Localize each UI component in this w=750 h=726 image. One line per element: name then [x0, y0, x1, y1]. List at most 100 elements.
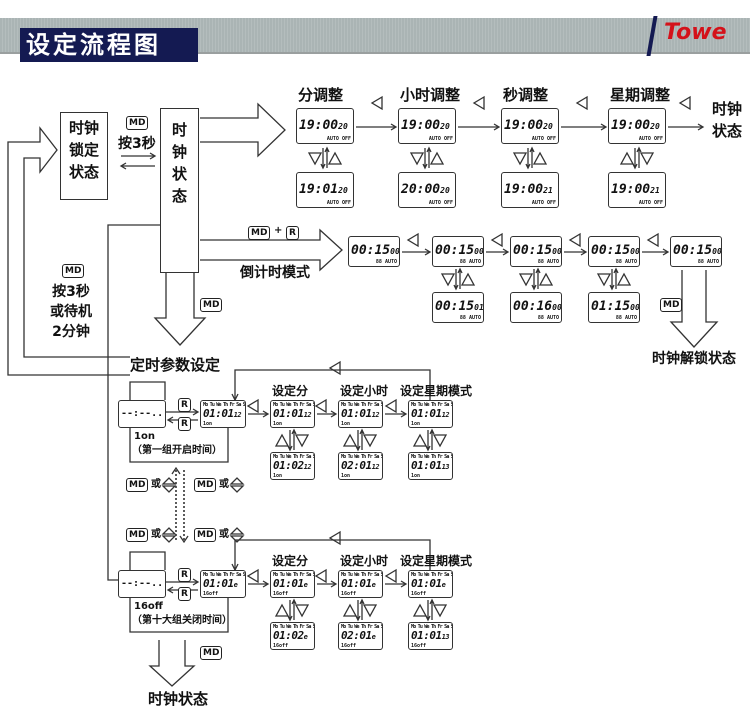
md-key: MD — [200, 298, 223, 312]
lcd-reading: 01:01e — [273, 578, 312, 591]
lcd-seconds: 01 — [474, 303, 484, 312]
updown-arrows — [287, 598, 297, 622]
lcd-time: 20:00 — [401, 182, 441, 197]
or-label: 或 — [219, 479, 229, 490]
group-frame-line — [129, 598, 229, 633]
r-key: R — [178, 587, 191, 601]
lcd-time: 01:01 — [411, 577, 442, 590]
adjust-step-label: 小时调整 — [400, 86, 461, 104]
lcd-seconds: 12 — [371, 463, 380, 471]
lcd-seconds: 20 — [338, 122, 348, 131]
lcd-time: 02:01 — [341, 459, 372, 472]
flow-arrow — [166, 578, 200, 586]
clock-locked-state: 时钟 锁定 状态 — [60, 112, 108, 200]
week-marks: Mo Tu We Th Fr Sa Su — [273, 624, 315, 630]
lcd-reading: 00:1500 — [673, 243, 722, 259]
lcd-footer: AUTO OFF — [531, 200, 556, 206]
arrow-to-countdown — [200, 228, 343, 272]
lcd-reading: 02:0112 — [341, 460, 380, 473]
lcd-group-tag: 1on — [273, 473, 283, 479]
lcd-reading: 01:02e — [273, 630, 312, 643]
lcd-footer: AUTO OFF — [531, 136, 556, 142]
up-button-icon — [342, 433, 358, 447]
clock-state: 时 钟 状 态 — [160, 108, 199, 273]
group-frame-line — [129, 428, 229, 463]
updown-arrows — [355, 598, 365, 622]
lcd-reading: 19:0021 — [504, 182, 556, 198]
countdown-label: 倒计时模式 — [240, 265, 310, 281]
lcd-reading: 01:0212 — [273, 460, 312, 473]
lcd-seconds: 20 — [440, 186, 450, 195]
md-key: MD — [194, 478, 217, 492]
timer-step-label: 设定小时 — [340, 384, 389, 398]
flow-arrow — [642, 248, 670, 256]
lcd-group-tag: 1on — [411, 421, 421, 427]
lcd-footer: 88 AUTO — [615, 315, 637, 321]
lcd-reading: 01:0113 — [411, 630, 450, 643]
lcd-time: 01:01 — [411, 629, 442, 642]
left-button-icon — [246, 568, 259, 584]
lcd-seconds: 00 — [712, 247, 722, 256]
arrow-to-unlock — [669, 270, 719, 348]
group-tag: 1on — [134, 431, 155, 442]
lcd-time: 01:01 — [341, 577, 372, 590]
clock-state-bottom: 时钟状态 — [148, 690, 209, 708]
lcd-footer: 88 AUTO — [537, 259, 559, 265]
updown-arrows — [609, 267, 619, 291]
lcd-footer: AUTO OFF — [638, 136, 663, 142]
lcd-time: 01:01 — [411, 407, 442, 420]
left-button-icon — [406, 232, 419, 248]
up-button-icon — [412, 603, 428, 617]
group-note: （第一组开启时间） — [132, 445, 222, 456]
lcd-group-tag: 1on — [411, 473, 421, 479]
lcd-reading: 19:0020 — [504, 118, 556, 134]
r-key: R — [286, 226, 299, 240]
press-3s-label: 按3秒 — [118, 136, 156, 152]
plus-sign: + — [274, 225, 283, 236]
updown-arrows — [287, 428, 297, 452]
flow-arrow — [356, 123, 398, 131]
clock-state-right: 时钟 状态 — [712, 100, 743, 140]
lcd-time: 00:15 — [435, 299, 475, 314]
lcd-spacer — [611, 174, 663, 180]
up-button-icon — [538, 272, 554, 286]
up-button-icon — [616, 272, 632, 286]
updown-arrows — [453, 267, 463, 291]
lcd-time: 02:01 — [341, 629, 372, 642]
down-button-icon — [409, 152, 425, 166]
down-button-icon — [639, 152, 655, 166]
flow-arrow — [668, 123, 705, 131]
lcd-seconds: 12 — [371, 411, 380, 419]
lcd-time: 00:16 — [513, 299, 553, 314]
lcd-seconds: e — [371, 581, 376, 589]
flow-arrow — [564, 248, 588, 256]
updown-arrows — [525, 146, 535, 170]
lcd-reading: 00:1500 — [351, 243, 399, 259]
lcd-reading: 01:0113 — [411, 460, 450, 473]
lcd-time: 01:01 — [203, 577, 234, 590]
md-key: MD — [126, 528, 149, 542]
week-marks: Mo Tu We Th Fr Sa Su — [411, 624, 453, 630]
up-button-icon — [327, 151, 343, 165]
lcd-group-tag: 16off — [203, 591, 219, 597]
md-key: MD — [126, 478, 149, 492]
lcd-spacer — [299, 174, 351, 180]
flow-arrow — [385, 410, 408, 418]
lcd-time: 19:00 — [504, 118, 544, 133]
lcd-seconds: 13 — [441, 463, 450, 471]
lcd-footer: 88 AUTO — [697, 259, 719, 265]
lock-clock-arrows — [119, 152, 157, 170]
lcd-reading: 02:01e — [341, 630, 380, 643]
lcd-time: 00:15 — [351, 243, 391, 258]
updown-arrows — [425, 428, 435, 452]
lcd-spacer — [611, 110, 663, 116]
flow-arrow — [385, 580, 408, 588]
